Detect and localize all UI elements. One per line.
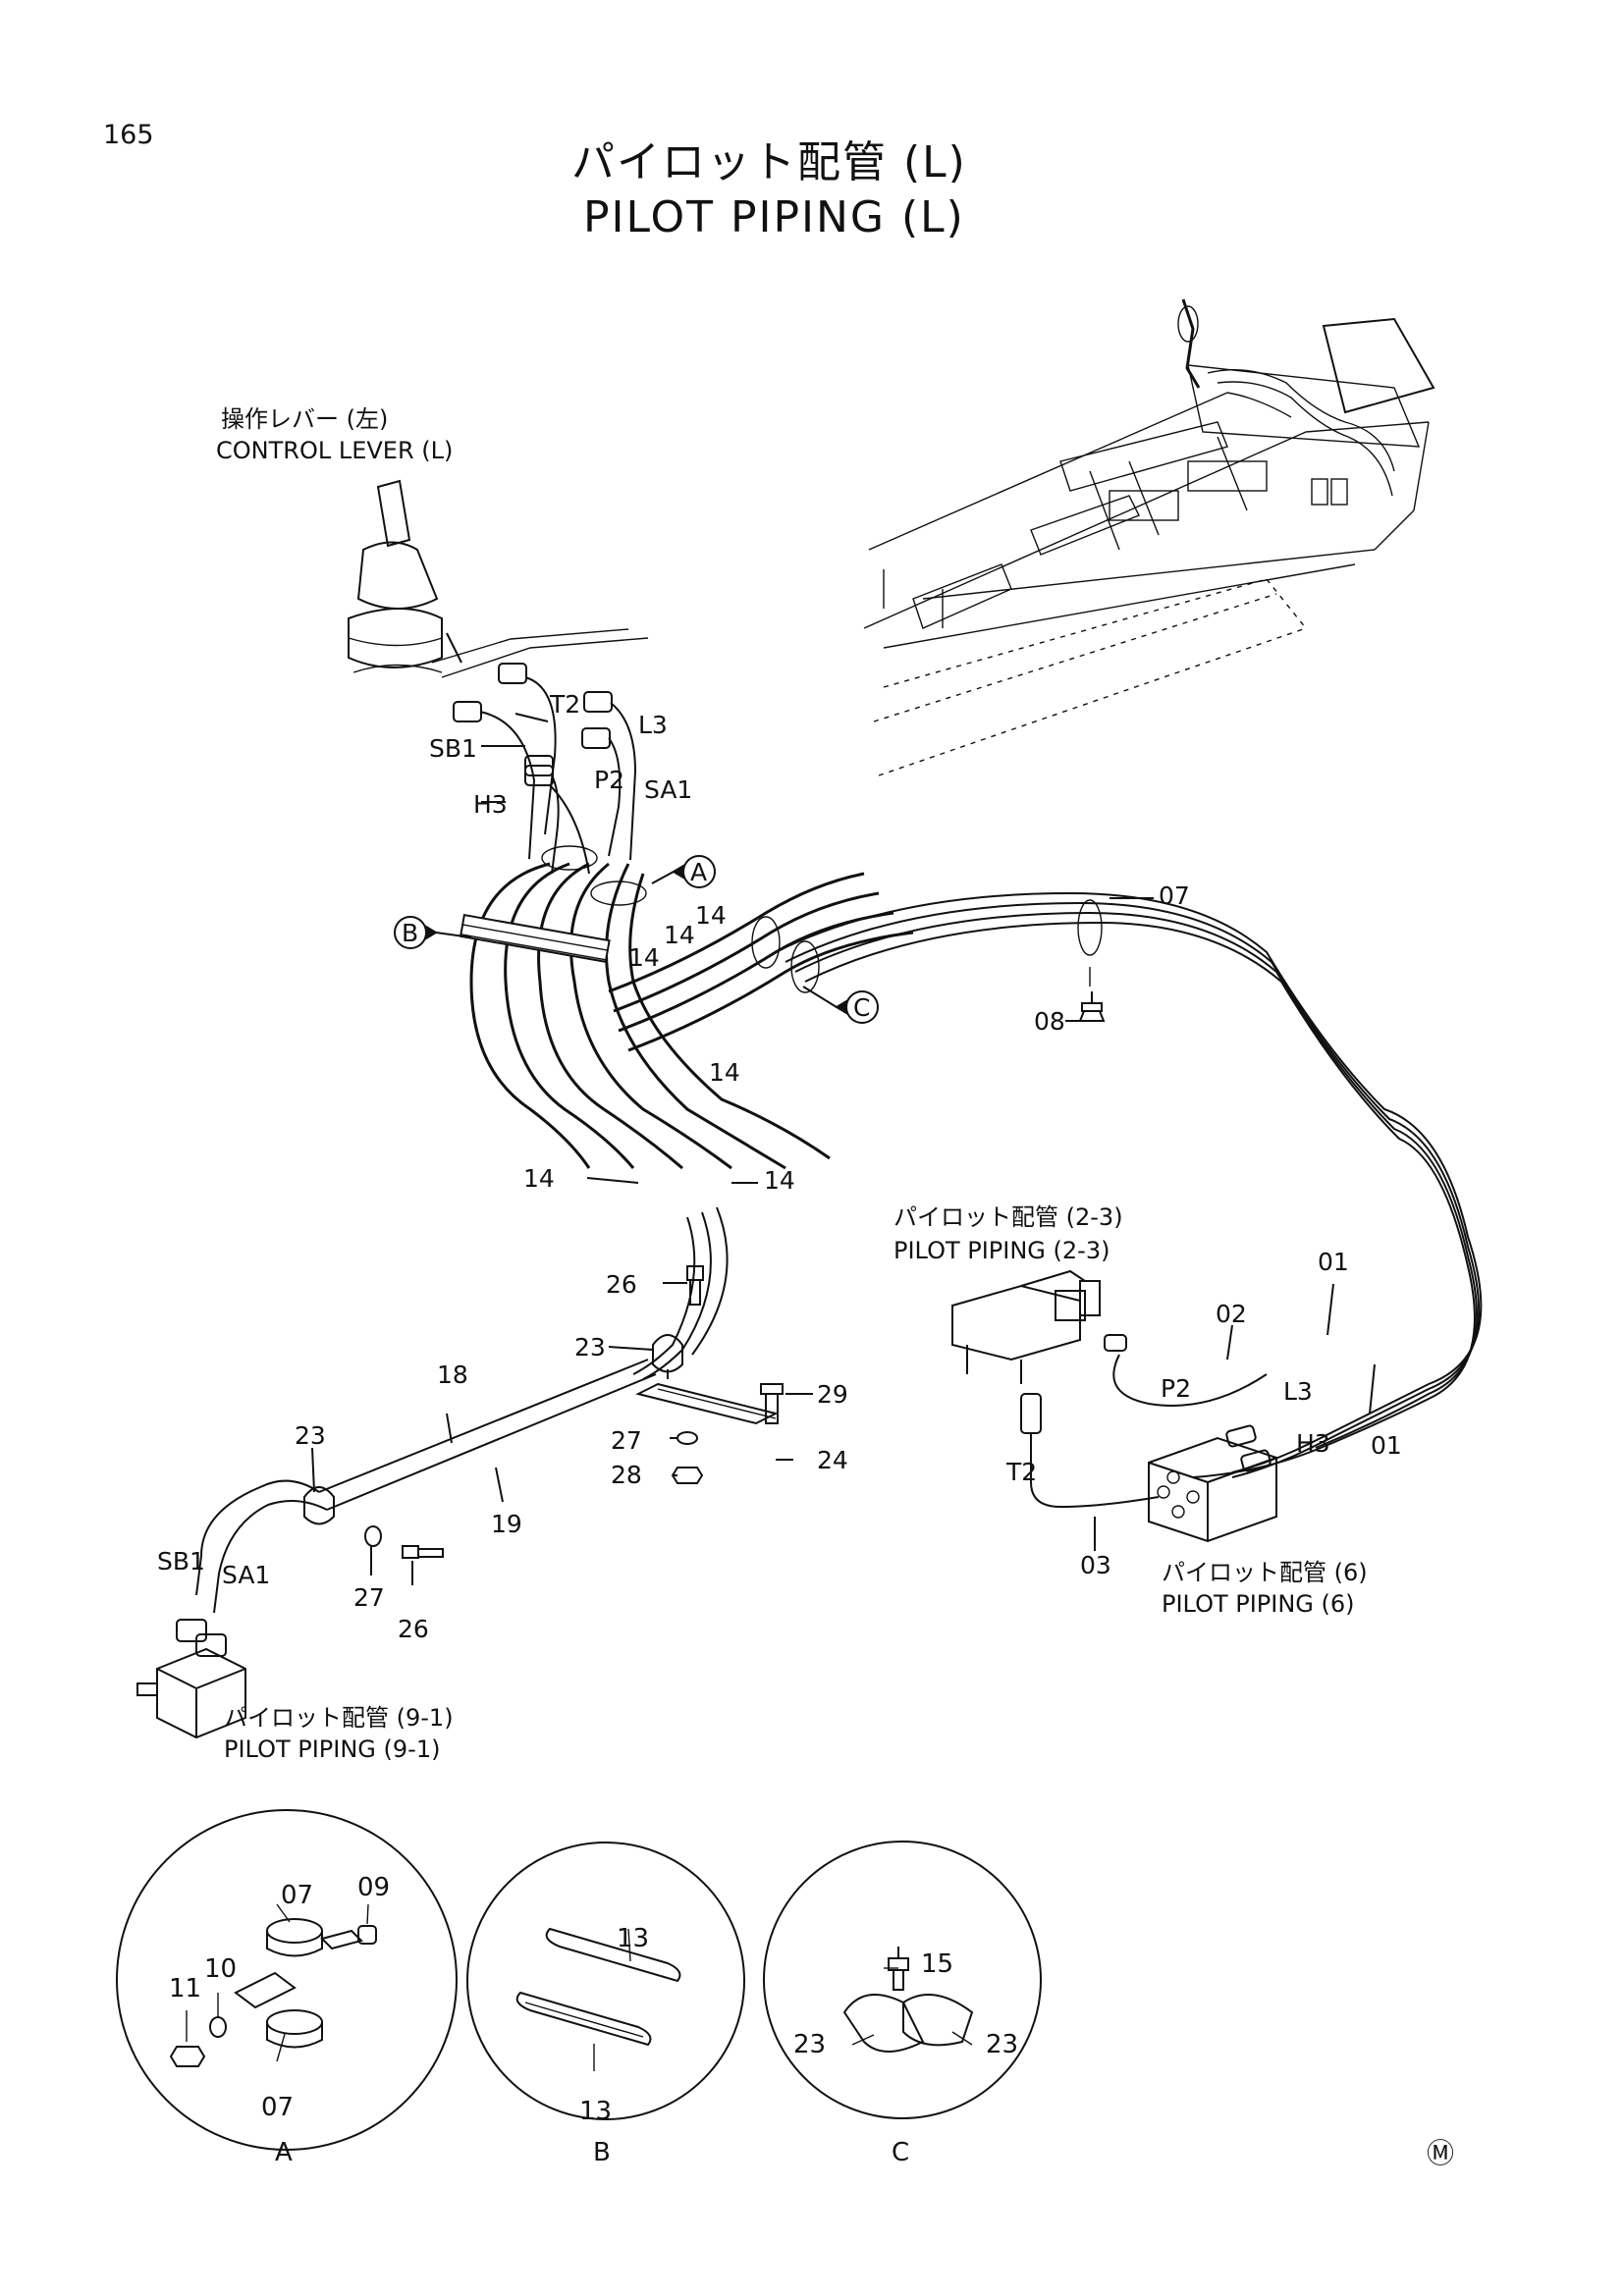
part-18: 18 — [437, 1361, 468, 1389]
part-24: 24 — [817, 1446, 848, 1474]
part-29: 29 — [817, 1380, 848, 1409]
title-english: PILOT PIPING (L) — [583, 192, 965, 242]
detail-a-drawing — [116, 1809, 458, 2151]
detail-b-part-13-lower: 13 — [579, 2097, 613, 2126]
port-label-p2-right: P2 — [1161, 1374, 1191, 1403]
part-14: 14 — [764, 1166, 795, 1195]
detail-c-label: C — [892, 2138, 910, 2167]
detail-a-part-07: 07 — [281, 1881, 314, 1910]
pilot-valve-6 — [1148, 1424, 1277, 1543]
port-label-h3-right: H3 — [1296, 1429, 1330, 1458]
pilot-piping-6-caption-jp: パイロット配管 (6) — [1162, 1559, 1368, 1586]
part-01: 01 — [1371, 1431, 1402, 1460]
part-27: 27 — [611, 1426, 642, 1455]
page-number: 165 — [103, 120, 154, 150]
port-label-l3-right: L3 — [1283, 1377, 1313, 1406]
machine-frame-illustration — [863, 298, 1435, 776]
callout-c-letter: C — [853, 993, 871, 1022]
part-14: 14 — [695, 901, 727, 930]
detail-c-part-23-right: 23 — [986, 2030, 1019, 2059]
control-lever-caption-jp: 操作レバー (左) — [221, 405, 389, 433]
part-14: 14 — [709, 1058, 740, 1087]
control-lever — [348, 479, 649, 678]
part-26: 26 — [398, 1615, 429, 1643]
pipes-18-19 — [136, 1206, 729, 1739]
port-label-p2: P2 — [594, 766, 624, 794]
bolt-08 — [1078, 991, 1106, 1022]
part-01: 01 — [1318, 1248, 1349, 1276]
port-label-t2: T2 — [550, 690, 581, 719]
pilot-valve-2-3 — [951, 1269, 1268, 1509]
pilot-piping-2-3-caption-en: PILOT PIPING (2-3) — [893, 1237, 1110, 1264]
detail-b-part-13: 13 — [617, 1924, 650, 1953]
detail-a-part-10: 10 — [204, 1954, 238, 1984]
part-27: 27 — [353, 1583, 385, 1612]
callout-b-letter: B — [402, 919, 419, 947]
detail-c-part-23: 23 — [793, 2030, 827, 2059]
part-07: 07 — [1159, 881, 1190, 910]
part-14: 14 — [628, 943, 660, 972]
part-28: 28 — [611, 1461, 642, 1489]
pilot-piping-2-3-caption-jp: パイロット配管 (2-3) — [893, 1203, 1123, 1231]
part-19: 19 — [491, 1510, 522, 1538]
detail-c-drawing — [763, 1841, 1042, 2119]
port-label-l3: L3 — [638, 711, 668, 739]
detail-a-part-11: 11 — [169, 1974, 202, 2003]
detail-a-label: A — [275, 2138, 293, 2167]
part-02: 02 — [1216, 1300, 1247, 1328]
leader-lines — [311, 713, 1376, 1585]
callout-a-letter: A — [690, 858, 708, 886]
hose-bundle — [459, 845, 914, 1170]
pilot-pipes-01 — [775, 891, 1483, 1478]
port-label-sb1-bottom: SB1 — [157, 1547, 205, 1575]
port-label-sb1: SB1 — [429, 734, 477, 763]
pilot-piping-6-caption-en: PILOT PIPING (6) — [1162, 1590, 1355, 1618]
corner-mark: Ⓜ — [1427, 2137, 1455, 2169]
detail-b-drawing — [466, 1842, 745, 2120]
control-lever-caption-en: CONTROL LEVER (L) — [216, 437, 454, 464]
detail-a-part-07-lower: 07 — [261, 2093, 295, 2122]
part-26: 26 — [606, 1270, 637, 1299]
clamp-23-bracket — [303, 1265, 784, 1559]
part-03: 03 — [1080, 1551, 1111, 1579]
title-japanese: パイロット配管 (L) — [571, 137, 967, 187]
part-14: 14 — [664, 921, 695, 949]
detail-a-part-09: 09 — [357, 1873, 391, 1902]
port-label-sa1-bottom: SA1 — [222, 1561, 271, 1589]
pilot-piping-9-1-caption-en: PILOT PIPING (9-1) — [224, 1735, 441, 1763]
detail-b-label: B — [593, 2138, 611, 2167]
pilot-piping-9-1-caption-jp: パイロット配管 (9-1) — [224, 1704, 454, 1732]
part-14: 14 — [523, 1164, 555, 1193]
port-label-sa1: SA1 — [644, 775, 693, 804]
port-label-h3: H3 — [473, 790, 508, 819]
detail-c-part-15: 15 — [921, 1949, 954, 1979]
part-23: 23 — [295, 1421, 326, 1450]
part-08: 08 — [1034, 1007, 1065, 1036]
port-label-t2-right: T2 — [1006, 1458, 1038, 1486]
part-23: 23 — [574, 1333, 606, 1362]
lever-port-fittings — [453, 663, 637, 875]
